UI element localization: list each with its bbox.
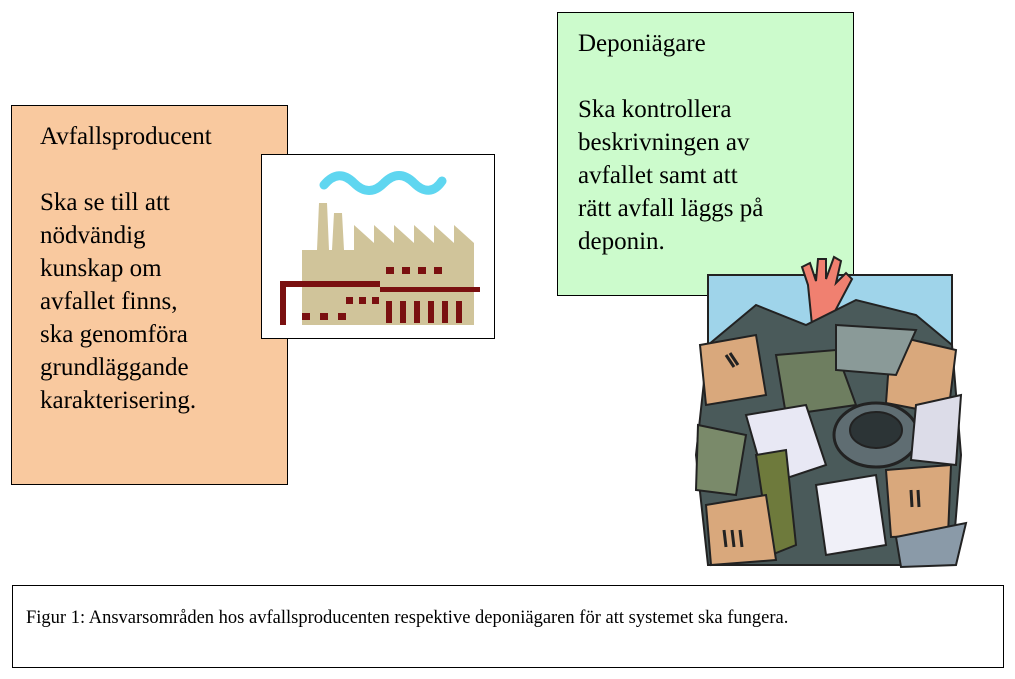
factory-icon bbox=[261, 154, 495, 339]
figure-caption: Figur 1: Ansvarsområden hos avfallsprodu… bbox=[12, 585, 1004, 668]
owner-description: Ska kontrollera beskrivningen av avfalle… bbox=[578, 96, 764, 255]
owner-title: Deponiägare bbox=[578, 30, 706, 57]
producer-description: Ska se till att nödvändig kunskap om avf… bbox=[40, 189, 197, 414]
producer-title: Avfallsproducent bbox=[40, 123, 212, 150]
producer-box: Avfallsproducent Ska se till att nödvänd… bbox=[11, 105, 288, 485]
waste-dump-icon bbox=[686, 255, 976, 573]
caption-text: Figur 1: Ansvarsområden hos avfallsprodu… bbox=[26, 608, 789, 628]
owner-box: Deponiägare Ska kontrollera beskrivninge… bbox=[557, 12, 854, 296]
